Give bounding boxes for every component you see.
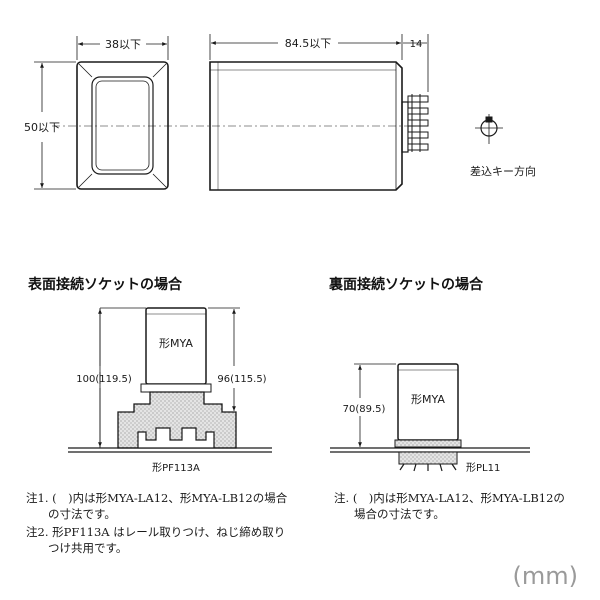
back-heading: 裏面接続ソケットの場合 xyxy=(328,276,484,293)
note-right-line1: ( )内は形MYA-LA12、形MYA-LB12の xyxy=(352,491,565,505)
note-right-line2: 場合の寸法です。 xyxy=(354,507,445,521)
key-direction-label: 差込キー方向 xyxy=(470,164,536,178)
relay-side-view xyxy=(209,61,409,191)
back-socket-label: 形PL11 xyxy=(466,462,500,474)
front-height-dimension xyxy=(34,61,76,190)
front-height-label: 50以下 xyxy=(24,121,60,134)
side-length-dimension xyxy=(209,34,429,92)
back-dim: 70(89.5) xyxy=(343,404,386,415)
note-right: 注. ( )内は形MYA-LA12、形MYA-LB12の 場合の寸法です。 xyxy=(334,490,565,522)
back-mount-drawing xyxy=(330,363,530,472)
note-2-mark: 注2. xyxy=(26,525,49,539)
surface-mount-drawing xyxy=(68,307,272,453)
note-1-line1: ( )内は形MYA-LA12、形MYA-LB12の場合 xyxy=(52,491,288,505)
note-2-line1: 形PF113A はレール取りつけ、ねじ締め取り xyxy=(52,525,286,539)
side-length-label: 84.5以下 xyxy=(285,37,332,50)
note-1-mark: 注1. xyxy=(26,491,49,505)
note-2: 注2. 形PF113A はレール取りつけ、ねじ締め取り つけ共用です。 xyxy=(26,524,285,556)
front-width-dimension xyxy=(76,36,169,60)
surface-left-dim: 100(119.5) xyxy=(76,374,132,385)
front-width-label: 38以下 xyxy=(105,38,141,51)
unit-label: (mm) xyxy=(512,562,578,590)
pin-length-label: 14 xyxy=(410,39,423,50)
note-2-line2: つけ共用です。 xyxy=(48,541,128,555)
note-1: 注1. ( )内は形MYA-LA12、形MYA-LB12の場合 の寸法です。 xyxy=(26,490,287,522)
key-direction-icon xyxy=(475,114,503,144)
note-right-mark: 注. xyxy=(334,491,350,505)
surface-socket-label: 形PF113A xyxy=(152,462,200,474)
back-relay-label: 形MYA xyxy=(411,393,445,406)
pin-block xyxy=(407,94,429,152)
note-1-line2: の寸法です。 xyxy=(48,507,116,521)
surface-right-dim: 96(115.5) xyxy=(217,374,266,385)
relay-front-view xyxy=(52,61,420,190)
back-height-dimension xyxy=(354,363,396,447)
surface-heading: 表面接続ソケットの場合 xyxy=(27,276,183,293)
surface-height-dimensions xyxy=(98,307,240,448)
surface-relay-label: 形MYA xyxy=(159,337,193,350)
